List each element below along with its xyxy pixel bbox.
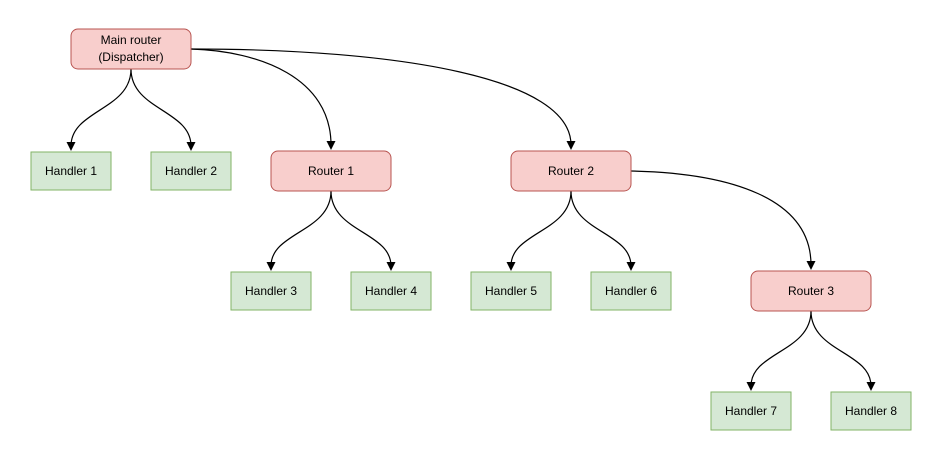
arrowhead-icon (66, 142, 76, 151)
arrowhead-icon (746, 382, 756, 391)
edge-path (630, 170, 812, 266)
edge-path (70, 68, 132, 147)
node-label: Handler 8 (845, 404, 897, 418)
edge-router-2-to-handler-5 (506, 190, 572, 271)
node-box[interactable] (510, 150, 632, 192)
edge-main-router-to-handler-1 (66, 68, 132, 151)
node-box[interactable] (150, 151, 232, 191)
node-box[interactable] (30, 151, 112, 191)
node-box[interactable] (470, 271, 552, 311)
edge-path (330, 190, 392, 267)
node-box[interactable] (750, 270, 872, 312)
arrowhead-icon (806, 261, 816, 270)
edge-router-3-to-handler-8 (810, 310, 876, 391)
edge-path (190, 48, 332, 146)
edge-path (190, 48, 572, 146)
node-handler-7[interactable]: Handler 7 (710, 391, 792, 431)
node-box[interactable] (70, 28, 192, 70)
edge-router-1-to-handler-3 (266, 190, 332, 271)
edge-router-1-to-handler-4 (330, 190, 396, 271)
arrowhead-icon (386, 262, 396, 271)
node-label: Handler 7 (725, 404, 777, 418)
edge-path (510, 190, 572, 267)
node-box[interactable] (590, 271, 672, 311)
node-label: Main router (101, 33, 162, 47)
node-box[interactable] (270, 150, 392, 192)
node-label: Handler 6 (605, 284, 657, 298)
node-handler-3[interactable]: Handler 3 (230, 271, 312, 311)
node-handler-4[interactable]: Handler 4 (350, 271, 432, 311)
edge-path (750, 310, 812, 387)
node-label: Handler 4 (365, 284, 417, 298)
edge-path (130, 68, 192, 147)
node-box[interactable] (230, 271, 312, 311)
edge-path (810, 310, 872, 387)
edge-path (570, 190, 632, 267)
arrowhead-icon (506, 262, 516, 271)
node-label: Router 1 (308, 164, 354, 178)
edge-router-2-to-router-3 (630, 170, 816, 270)
node-box[interactable] (350, 271, 432, 311)
edge-router-2-to-handler-6 (570, 190, 636, 271)
node-router-3[interactable]: Router 3 (750, 270, 872, 312)
arrowhead-icon (266, 262, 276, 271)
node-box[interactable] (830, 391, 912, 431)
node-router-2[interactable]: Router 2 (510, 150, 632, 192)
node-handler-8[interactable]: Handler 8 (830, 391, 912, 431)
node-label: Router 2 (548, 164, 594, 178)
node-label: Router 3 (788, 284, 834, 298)
node-handler-6[interactable]: Handler 6 (590, 271, 672, 311)
node-handler-1[interactable]: Handler 1 (30, 151, 112, 191)
node-label-secondary: (Dispatcher) (98, 50, 163, 64)
arrowhead-icon (866, 382, 876, 391)
edge-main-router-to-router-1 (190, 48, 336, 150)
node-label: Handler 2 (165, 164, 217, 178)
arrowhead-icon (626, 262, 636, 271)
node-handler-5[interactable]: Handler 5 (470, 271, 552, 311)
node-router-1[interactable]: Router 1 (270, 150, 392, 192)
node-label: Handler 1 (45, 164, 97, 178)
node-label: Handler 3 (245, 284, 297, 298)
edge-main-router-to-router-2 (190, 48, 576, 150)
node-label: Handler 5 (485, 284, 537, 298)
edges-layer (66, 48, 876, 391)
node-box[interactable] (710, 391, 792, 431)
edge-router-3-to-handler-7 (746, 310, 812, 391)
arrowhead-icon (186, 142, 196, 151)
node-main-router[interactable]: Main router (Dispatcher) (70, 28, 192, 70)
node-handler-2[interactable]: Handler 2 (150, 151, 232, 191)
edge-path (270, 190, 332, 267)
arrowhead-icon (326, 141, 336, 150)
edge-main-router-to-handler-2 (130, 68, 196, 151)
arrowhead-icon (566, 141, 576, 150)
nodes-layer: Main router (Dispatcher) Handler 1 Handler … (30, 28, 912, 431)
